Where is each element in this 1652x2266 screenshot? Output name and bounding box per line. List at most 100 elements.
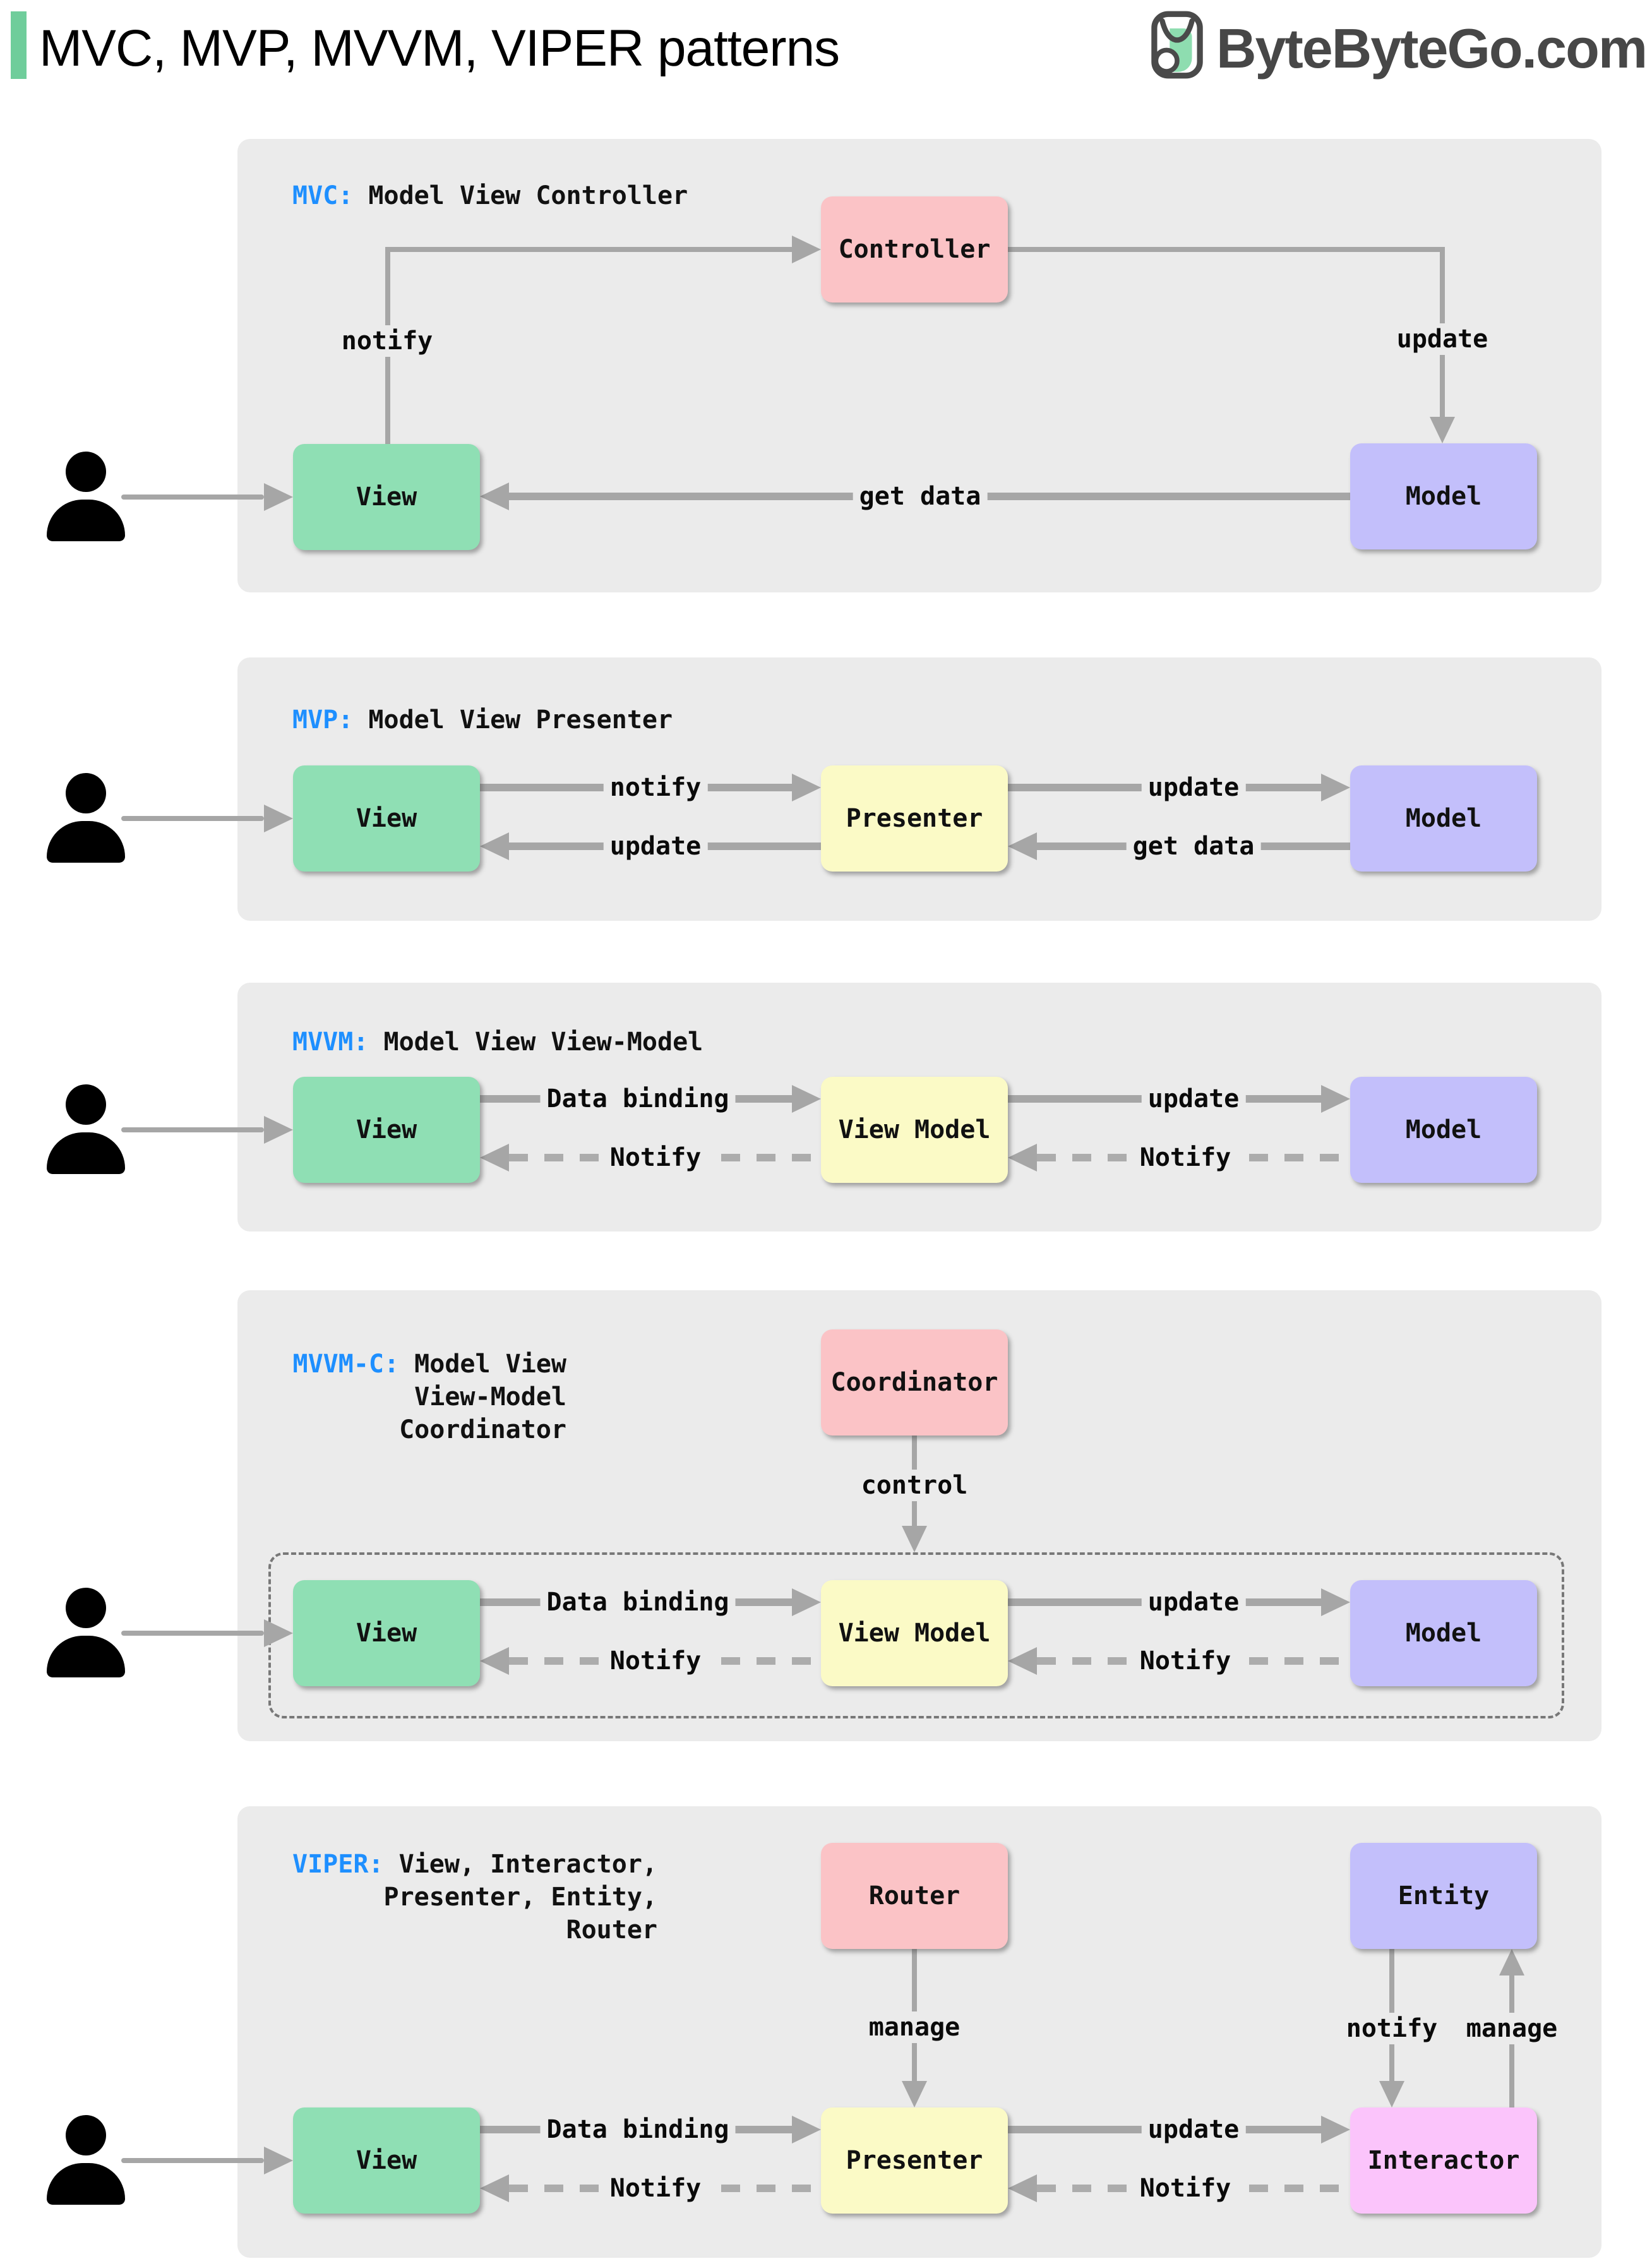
arrowhead-down-icon <box>1430 417 1455 443</box>
user-arrow-line <box>121 1631 264 1636</box>
mvc-title: MVC: Model View Controller <box>292 179 688 212</box>
mvc-update-line <box>1008 247 1445 252</box>
arrowhead-right-icon <box>264 1116 293 1144</box>
mvvm-update-label: update <box>1141 1083 1246 1115</box>
brand-name: ByteByteGo.com <box>1216 17 1648 80</box>
arrowhead-left-icon <box>480 2174 509 2202</box>
mvvmc-title-line3: Coordinator <box>399 1415 566 1444</box>
bytebytego-bird-icon <box>1151 11 1203 79</box>
mvc-notify-label: notify <box>335 325 440 357</box>
viper-title-line2: Presenter, Entity, <box>383 1883 657 1912</box>
arrowhead-right-icon <box>264 1619 293 1647</box>
user-arrow-line <box>121 2158 264 2163</box>
title-accent-bar <box>11 11 27 79</box>
mvp-update-top-label: update <box>1141 772 1246 803</box>
user-arrow-line <box>121 816 264 821</box>
arrowhead-right-icon <box>792 236 821 263</box>
viper-tag: VIPER: <box>292 1850 384 1879</box>
user-arrow-line <box>121 495 264 500</box>
mvc-notify-line <box>385 247 792 252</box>
mvvmc-coordinator-box: Coordinator <box>821 1329 1008 1436</box>
mvp-presenter-box: Presenter <box>821 765 1008 872</box>
viper-update-label: update <box>1141 2114 1246 2145</box>
mvp-notify-label: notify <box>603 772 708 803</box>
mvvm-notify-right-label: Notify <box>1133 1142 1238 1173</box>
viper-notify-right-label: Notify <box>1133 2173 1238 2204</box>
arrowhead-right-icon <box>264 2147 293 2174</box>
mvvm-title: MVVM: Model View View-Model <box>292 1026 703 1058</box>
mvvmc-notify-right-label: Notify <box>1133 1645 1238 1677</box>
user-icon <box>47 773 125 863</box>
arrowhead-right-icon <box>1321 1085 1350 1113</box>
viper-notify-entity-label: notify <box>1339 2013 1444 2044</box>
viper-title-line3: Router <box>566 1915 658 1945</box>
mvp-update-bottom-label: update <box>603 830 708 862</box>
arrowhead-down-icon <box>1379 2081 1404 2107</box>
mvp-tag: MVP: <box>292 705 354 734</box>
user-icon <box>47 2115 125 2205</box>
mvp-model-box: Model <box>1350 765 1537 872</box>
mvvmc-databinding-label: Data binding <box>540 1586 736 1618</box>
mvp-title: MVP: Model View Presenter <box>292 704 673 736</box>
mvvmc-notify-left-label: Notify <box>603 1645 708 1677</box>
mvc-getdata-label: get data <box>853 481 988 512</box>
mvvm-notify-left-label: Notify <box>603 1142 708 1173</box>
mvvmc-view-box: View <box>293 1580 480 1686</box>
mvc-model-box: Model <box>1350 443 1537 549</box>
arrowhead-right-icon <box>1321 1588 1350 1616</box>
mvvm-model-box: Model <box>1350 1077 1537 1183</box>
mvvm-databinding-label: Data binding <box>540 1083 736 1115</box>
arrowhead-down-icon <box>902 2081 927 2107</box>
arrowhead-left-icon <box>1008 1144 1037 1172</box>
arrowhead-right-icon <box>1321 2116 1350 2143</box>
mvc-tag: MVC: <box>292 181 354 210</box>
viper-manage-right-label: manage <box>1459 2013 1564 2044</box>
user-icon <box>47 1588 125 1677</box>
mvvm-view-box: View <box>293 1077 480 1183</box>
arrowhead-left-icon <box>480 1144 509 1172</box>
viper-router-box: Router <box>821 1843 1008 1949</box>
viper-entity-box: Entity <box>1350 1843 1537 1949</box>
arrowhead-down-icon <box>902 1526 927 1552</box>
viper-notify-left-label: Notify <box>603 2173 708 2204</box>
mvvmc-title-line2: View-Model <box>414 1382 566 1412</box>
mvvmc-title-line1: MVVM-C: Model View <box>292 1350 567 1379</box>
mvp-view-box: View <box>293 765 480 872</box>
viper-title: VIPER: View, Interactor, Presenter, Enti… <box>292 1848 657 1946</box>
arrowhead-left-icon <box>1008 2174 1037 2202</box>
arrowhead-left-icon <box>480 1647 509 1675</box>
viper-manage-label: manage <box>862 2011 967 2043</box>
viper-presenter-box: Presenter <box>821 2107 1008 2214</box>
user-icon <box>47 1084 125 1174</box>
mvvmc-model-box: Model <box>1350 1580 1537 1686</box>
viper-interactor-box: Interactor <box>1350 2107 1537 2214</box>
arrowhead-right-icon <box>792 774 821 801</box>
arrowhead-right-icon <box>264 805 293 832</box>
mvc-update-label: update <box>1390 323 1495 355</box>
arrowhead-right-icon <box>264 483 293 511</box>
arrowhead-right-icon <box>792 1085 821 1113</box>
mvvmc-control-label: control <box>854 1470 974 1501</box>
arrowhead-right-icon <box>1321 774 1350 801</box>
mvc-view-box: View <box>293 444 480 550</box>
mvc-controller-box: Controller <box>821 196 1008 303</box>
mvc-title-text: Model View Controller <box>368 181 688 210</box>
viper-databinding-label: Data binding <box>540 2114 736 2145</box>
mvp-title-text: Model View Presenter <box>368 705 673 734</box>
arrowhead-up-icon <box>1499 1949 1524 1975</box>
arrowhead-right-icon <box>792 2116 821 2143</box>
arrowhead-left-icon <box>480 832 509 860</box>
arrowhead-left-icon <box>1008 832 1037 860</box>
mvvmc-title: MVVM-C: Model View View-Model Coordinato… <box>292 1348 567 1446</box>
mvvmc-viewmodel-box: View Model <box>821 1580 1008 1686</box>
arrowhead-left-icon <box>480 483 509 510</box>
viper-title-line1: VIPER: View, Interactor, <box>292 1850 657 1879</box>
mvvmc-tag: MVVM-C: <box>292 1350 400 1379</box>
mvvm-tag: MVVM: <box>292 1028 369 1057</box>
viper-view-box: View <box>293 2107 480 2214</box>
mvvm-title-text: Model View View-Model <box>383 1028 703 1057</box>
user-arrow-line <box>121 1127 264 1132</box>
page-title: MVC, MVP, MVVM, VIPER patterns <box>39 20 840 77</box>
arrowhead-left-icon <box>1008 1647 1037 1675</box>
